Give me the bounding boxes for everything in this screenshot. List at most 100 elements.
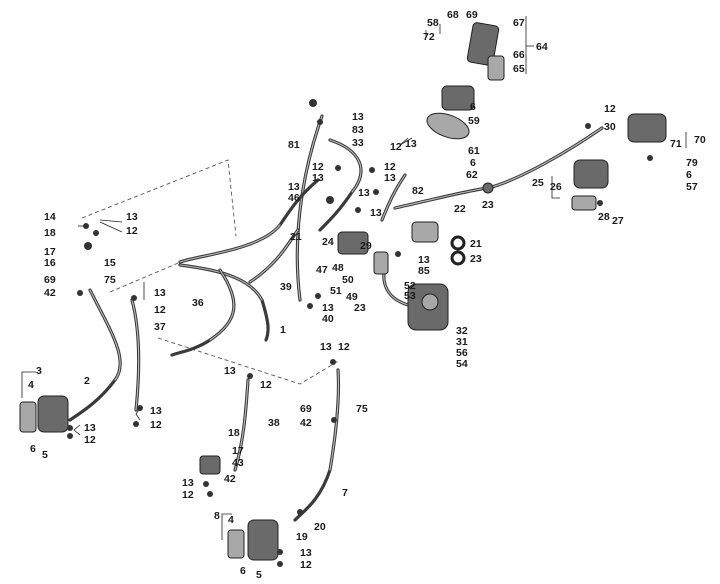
brake-hoses <box>68 114 604 522</box>
callout-13-a: 13 <box>352 111 364 123</box>
callout-4-b: 4 <box>228 514 234 526</box>
callout-8: 8 <box>214 510 220 522</box>
callout-52: 52 <box>404 280 416 292</box>
callout-36: 36 <box>192 297 204 309</box>
hose-38 <box>233 378 250 472</box>
callout-17-a: 17 <box>44 246 56 258</box>
callout-23-a: 23 <box>482 199 494 211</box>
callout-13-o: 13 <box>182 477 194 489</box>
fasteners <box>67 99 653 567</box>
callout-29: 29 <box>360 240 372 252</box>
front-caliper-left-3 <box>19 395 69 433</box>
callout-43: 43 <box>232 457 244 469</box>
callout-37: 37 <box>154 321 166 333</box>
callout-67: 67 <box>513 17 525 29</box>
sensor-43 <box>199 455 221 475</box>
callout-13-m: 13 <box>150 405 162 417</box>
callout-13-c: 13 <box>405 138 417 150</box>
callout-57: 57 <box>686 181 698 193</box>
callout-81: 81 <box>288 139 300 151</box>
callout-12-h: 12 <box>150 419 162 431</box>
fitting-23 <box>482 182 494 194</box>
callout-47: 47 <box>316 264 328 276</box>
callout-64: 64 <box>536 41 548 53</box>
caliper-25 <box>571 159 609 211</box>
callout-79: 79 <box>686 157 698 169</box>
callout-32: 32 <box>456 325 468 337</box>
callout-12-k: 12 <box>338 341 350 353</box>
callout-12-a: 12 <box>604 103 616 115</box>
callout-12-f: 12 <box>154 304 166 316</box>
abs-module-29 <box>337 231 369 255</box>
callout-13-b: 13 <box>312 172 324 184</box>
callout-13-d: 13 <box>288 181 300 193</box>
callout-2: 2 <box>84 375 90 387</box>
callout-7: 7 <box>342 487 348 499</box>
master-cylinder-59 <box>426 85 475 140</box>
callout-1: 1 <box>280 324 286 336</box>
callout-75-a: 75 <box>104 274 116 286</box>
callout-13-k: 13 <box>154 287 166 299</box>
callout-labels: 58 68 69 67 72 64 66 65 6 59 61 6 62 12 … <box>28 9 706 581</box>
hose-upper-loop <box>318 138 363 232</box>
caliper-70 <box>627 113 667 143</box>
callout-5-b: 5 <box>256 569 262 581</box>
callout-13-i: 13 <box>322 302 334 314</box>
callout-71: 71 <box>670 138 682 150</box>
callout-49: 49 <box>346 291 358 303</box>
callout-12-l: 12 <box>300 559 312 571</box>
callout-83: 83 <box>352 124 364 136</box>
callout-21-a: 21 <box>290 231 302 243</box>
callout-85: 85 <box>418 265 430 277</box>
callout-69-c: 69 <box>300 403 312 415</box>
callout-72: 72 <box>423 31 435 43</box>
callout-15: 15 <box>104 257 116 269</box>
rear-caliper-assembly-31 <box>407 283 449 331</box>
callout-61: 61 <box>468 145 480 157</box>
callout-82: 82 <box>412 185 424 197</box>
leader-lines <box>21 16 687 540</box>
callout-54: 54 <box>456 358 468 370</box>
callout-69-b: 69 <box>44 274 56 286</box>
callout-75-b: 75 <box>356 403 368 415</box>
hose-82 <box>380 173 407 222</box>
callout-53: 53 <box>404 290 416 302</box>
callout-13-l: 13 <box>84 422 96 434</box>
callout-51: 51 <box>330 285 342 297</box>
callout-28: 28 <box>598 211 610 223</box>
callout-38: 38 <box>268 417 280 429</box>
callout-5-a: 5 <box>42 449 48 461</box>
callout-6-a: 6 <box>470 101 476 113</box>
callout-39: 39 <box>280 281 292 293</box>
callout-13-g: 13 <box>370 207 382 219</box>
callout-31: 31 <box>456 336 468 348</box>
seal-23 <box>450 250 466 266</box>
callout-12-b: 12 <box>312 161 324 173</box>
callout-18-b: 18 <box>228 427 240 439</box>
callout-69: 69 <box>466 9 478 21</box>
callout-30: 30 <box>604 121 616 133</box>
hose-33-81 <box>295 114 324 302</box>
callout-12-j: 12 <box>182 489 194 501</box>
callout-40: 40 <box>322 313 334 325</box>
callout-6-d: 6 <box>30 443 36 455</box>
callout-70: 70 <box>694 134 706 146</box>
callout-13-f: 13 <box>384 172 396 184</box>
callout-21-b: 21 <box>470 238 482 250</box>
callout-13-e: 13 <box>358 187 370 199</box>
hose-2 <box>68 288 122 422</box>
callout-62: 62 <box>466 169 478 181</box>
callout-42-a: 42 <box>44 287 56 299</box>
dashed-reference-frame <box>81 159 341 385</box>
front-caliper-right-8 <box>227 519 279 561</box>
callout-4-a: 4 <box>28 379 34 391</box>
seal-21 <box>450 235 466 251</box>
callout-12-e: 12 <box>126 225 138 237</box>
callout-12-c: 12 <box>390 141 402 153</box>
callout-59: 59 <box>468 115 480 127</box>
callout-46: 46 <box>288 192 300 204</box>
callout-19: 19 <box>296 531 308 543</box>
callout-24: 24 <box>322 236 334 248</box>
hose-main-22 <box>393 126 604 210</box>
callout-27: 27 <box>612 215 624 227</box>
